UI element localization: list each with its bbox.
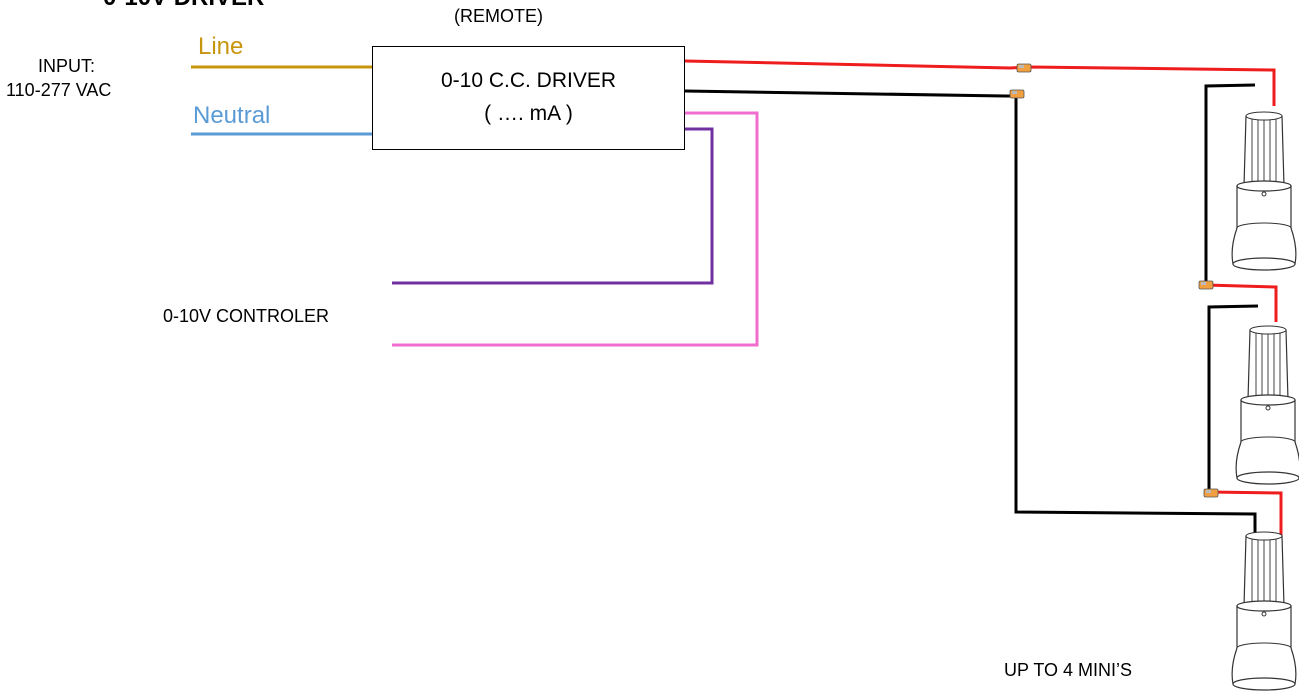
wire-connector-icon [1016,63,1032,73]
dim-purple-wire [392,127,714,285]
led-mini-fixture-icon [1231,531,1297,691]
fixture-count-note: UP TO 4 MINI’S [1004,660,1133,680]
wire-connector-icon [1203,488,1219,498]
driver-box: 0-10 C.C. DRIVER ( …. mA ) [372,46,685,150]
input-voltage-label: 110-277 VAC [6,80,112,100]
input-label: INPUT: [38,56,96,76]
led-mini-fixture-icon [1235,325,1299,485]
remote-label: (REMOTE) [454,6,543,26]
wire-connector-icon [1198,280,1214,290]
line-wire-label: Line [198,33,244,60]
neutral-wire-label: Neutral [193,102,271,129]
controller-label: 0-10V CONTROLER [163,306,330,326]
led-mini-fixture-icon [1231,111,1297,271]
positive-wire [684,59,1276,106]
wire-connector-icon [1009,89,1025,99]
driver-name: 0-10 C.C. DRIVER [440,69,617,92]
diagram-title: 0-10V DRIVER [103,0,264,12]
negative-wire [684,89,1016,98]
dim-pink-wire [392,111,759,347]
driver-current: ( …. mA ) [484,102,573,125]
negative-trunk-wire [1014,96,1257,535]
